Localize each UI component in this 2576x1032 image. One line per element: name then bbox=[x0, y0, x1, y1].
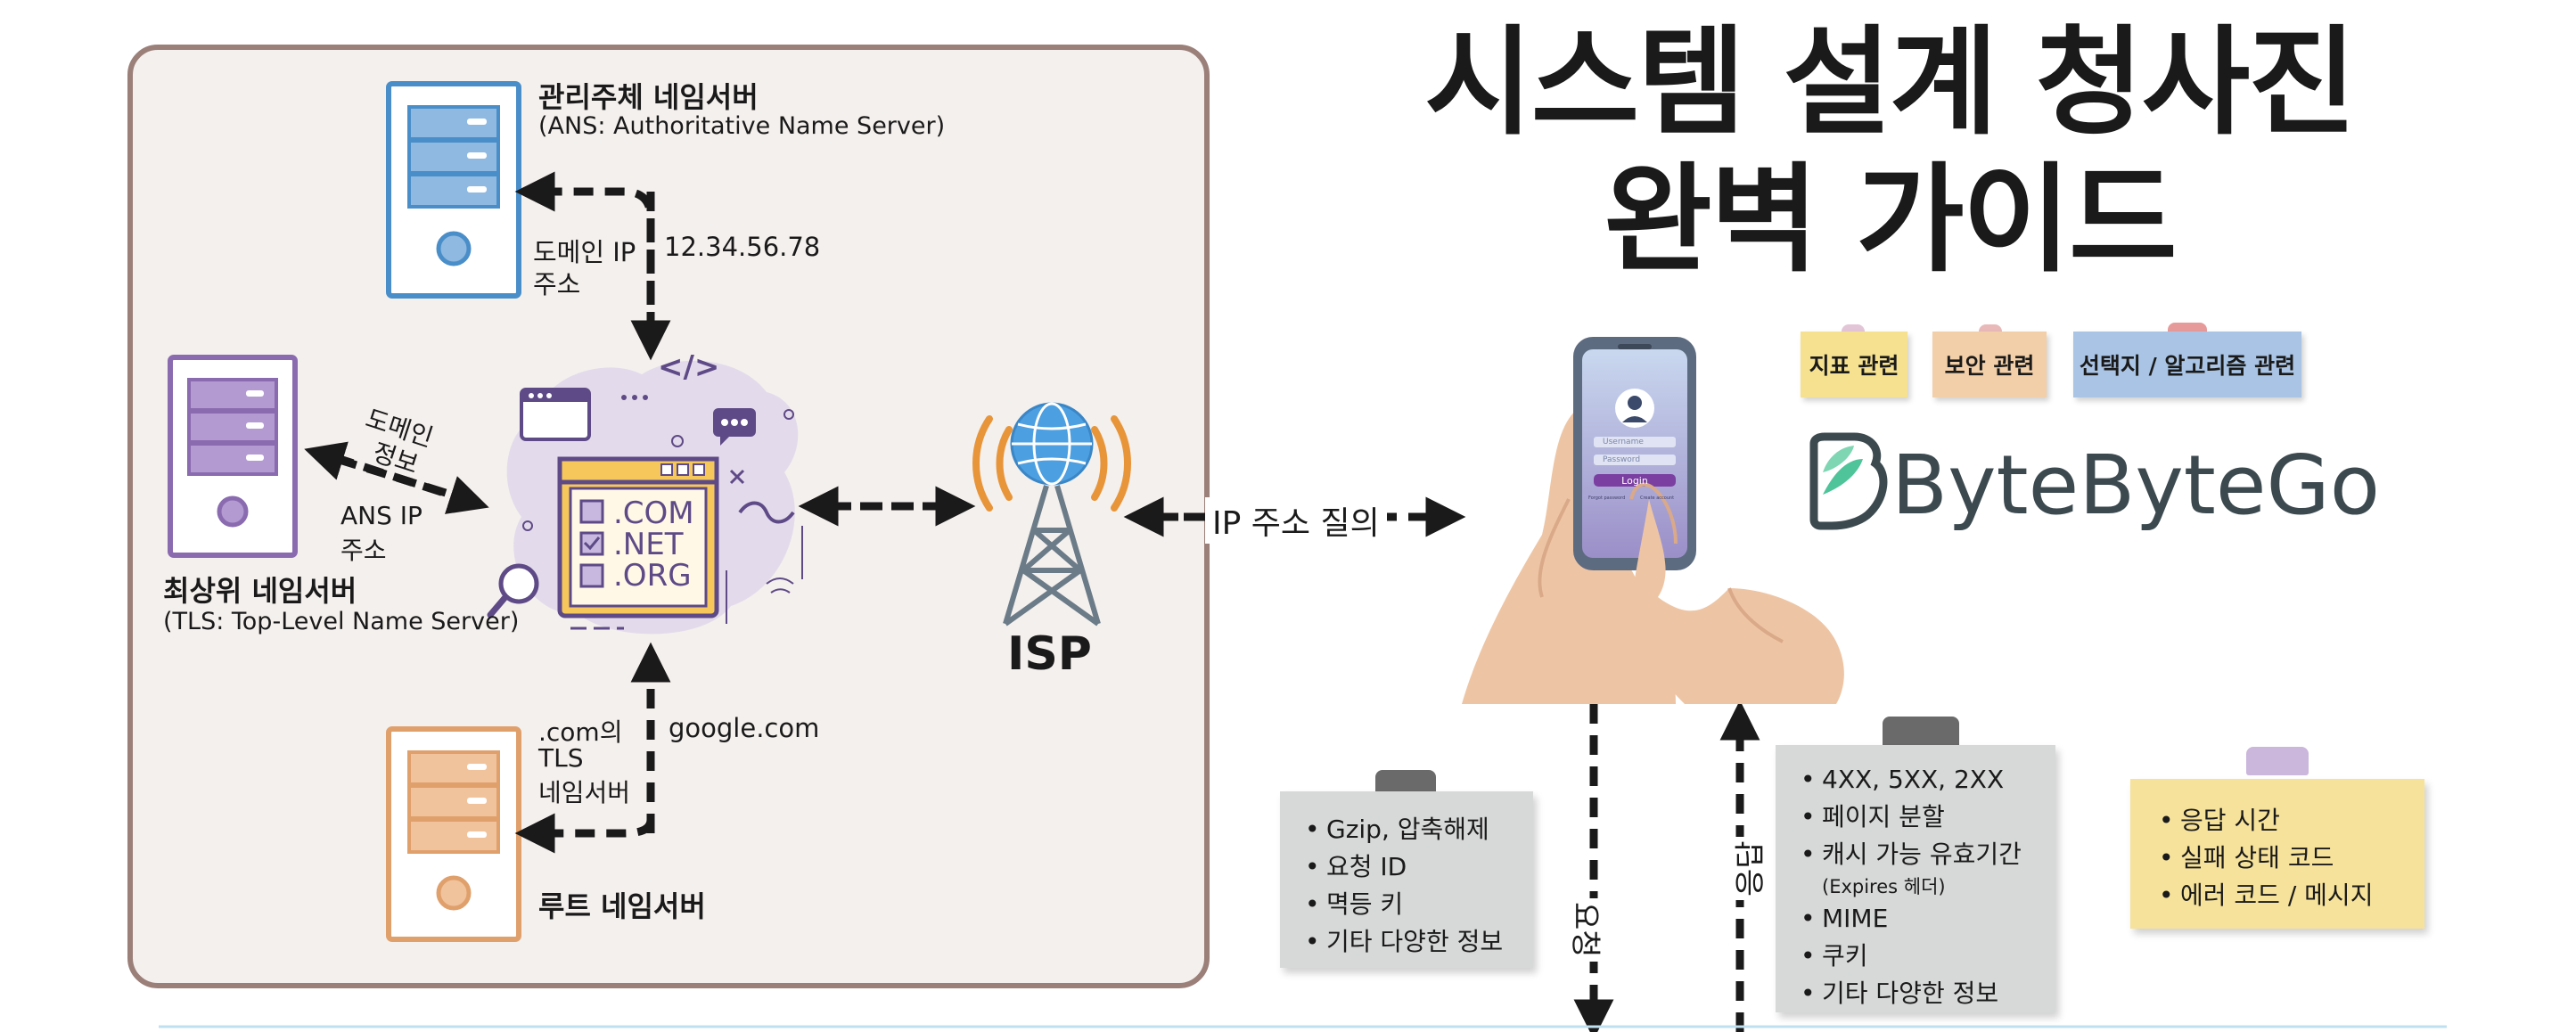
ans-sublabel: (ANS: Authoritative Name Server) bbox=[538, 112, 946, 140]
com-tls-label-3: 네임서버 bbox=[538, 778, 631, 807]
code-tag: </> bbox=[658, 349, 720, 385]
root-label: 루트 네임서버 bbox=[538, 889, 706, 923]
response-note-item: 페이지 분할 bbox=[1801, 799, 2055, 836]
phone-username: Username bbox=[1603, 438, 1644, 446]
response-note-item: 기타 다양한 정보 bbox=[1801, 975, 2055, 1012]
phone-password: Password bbox=[1603, 455, 1641, 464]
metrics-note-item: 실패 상태 코드 bbox=[2159, 840, 2424, 877]
response-note: 4XX, 5XX, 2XX 페이지 분할 캐시 가능 유효기간 (Expires… bbox=[1776, 745, 2055, 1012]
request-note-item: 멱등 키 bbox=[1305, 886, 1533, 923]
legend-tag-metrics: 지표 관련 bbox=[1801, 332, 1907, 397]
ans-server-icon bbox=[386, 81, 521, 299]
metrics-note: 응답 시간 실패 상태 코드 에러 코드 / 메시지 bbox=[2130, 779, 2424, 929]
domain-ip-label-2: 주소 bbox=[533, 269, 581, 299]
response-note-item: 4XX, 5XX, 2XX bbox=[1801, 761, 2055, 799]
response-note-item: MIME bbox=[1801, 900, 2055, 938]
com-tls-label-2: TLS bbox=[538, 743, 584, 773]
domain-org: .ORG bbox=[613, 558, 692, 594]
response-note-pin bbox=[1883, 717, 1959, 750]
request-label: 요청 bbox=[1566, 898, 1610, 962]
request-note-item: 기타 다양한 정보 bbox=[1305, 923, 1533, 961]
title-line-2: 완벽 가이드 bbox=[1604, 152, 2177, 289]
phone-in-hand-illustration bbox=[1462, 337, 1844, 704]
phone-login: Login bbox=[1621, 475, 1648, 487]
domain-com: .COM bbox=[613, 496, 694, 531]
arrow-to-root bbox=[514, 813, 655, 854]
response-note-subitem: (Expires 헤더) bbox=[1822, 876, 1946, 897]
root-server-icon bbox=[386, 726, 521, 942]
metrics-note-item: 응답 시간 bbox=[2159, 802, 2424, 840]
isp-label: ISP bbox=[1007, 627, 1092, 681]
domain-net: .NET bbox=[613, 527, 684, 562]
response-note-item: 캐시 가능 유효기간 bbox=[1801, 836, 2055, 873]
ans-label: 관리주체 네임서버 bbox=[538, 80, 759, 114]
ans-ip-label-2: 주소 bbox=[340, 536, 387, 565]
ip-query-label: IP 주소 질의 bbox=[1205, 497, 1387, 544]
ans-ip-label-1: ANS IP bbox=[340, 501, 422, 530]
ip-value: 12.34.56.78 bbox=[664, 232, 821, 262]
com-tls-label-1: .com의 bbox=[538, 717, 623, 747]
response-label: 응답 bbox=[1726, 837, 1769, 900]
bytebytego-logo-icon bbox=[1809, 432, 1888, 530]
legend-tag-security: 보안 관련 bbox=[1932, 332, 2047, 397]
title-line-1: 시스템 설계 청사진 bbox=[1424, 14, 2356, 152]
isp-tower-icon bbox=[972, 402, 1131, 627]
request-note-item: 요청 ID bbox=[1305, 848, 1533, 886]
tld-server-icon bbox=[168, 355, 298, 558]
dns-resolver-icon bbox=[487, 360, 803, 635]
tld-sublabel: (TLS: Top-Level Name Server) bbox=[163, 608, 520, 635]
tld-label: 최상위 네임서버 bbox=[163, 574, 357, 608]
request-note-item: Gzip, 압축해제 bbox=[1305, 811, 1533, 848]
request-note: Gzip, 압축해제 요청 ID 멱등 키 기타 다양한 정보 bbox=[1280, 791, 1533, 968]
brand-name: ByteByteGo bbox=[1891, 438, 2381, 533]
phone-link-right: Create account bbox=[1640, 496, 1675, 501]
domain-ip-label-1: 도메인 IP bbox=[533, 237, 636, 267]
metrics-note-pin bbox=[2246, 747, 2309, 775]
arrow-to-tld bbox=[304, 441, 447, 497]
response-note-item: 쿠키 bbox=[1801, 938, 2055, 975]
metrics-note-item: 에러 코드 / 메시지 bbox=[2159, 877, 2424, 914]
phone-link-left: Forgot password bbox=[1588, 496, 1626, 501]
arrow-to-ans bbox=[514, 171, 655, 332]
google-label: google.com bbox=[669, 713, 820, 743]
legend-tag-algorithm: 선택지 / 알고리즘 관련 bbox=[2073, 332, 2301, 397]
